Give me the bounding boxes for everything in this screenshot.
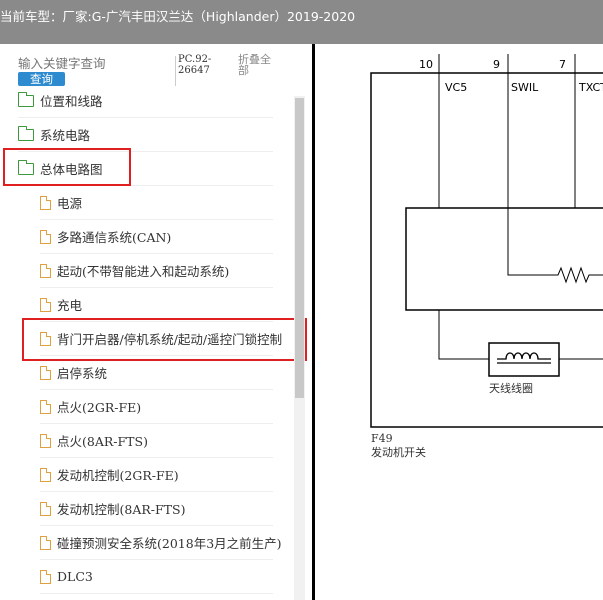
signal-label: TXCT (578, 81, 603, 94)
fold-all-button[interactable]: 折叠全部 (238, 53, 271, 77)
document-icon (40, 399, 51, 414)
component-outline (370, 72, 603, 428)
tree-item-starting[interactable]: 起动(不带智能进入和起动系统) (40, 254, 273, 288)
pc-code: PC.92-26647 (178, 54, 212, 76)
document-icon (40, 535, 51, 550)
navigation-panel: 查询 PC.92-26647 折叠全部 位置和线路 系统电路 总体电路图 电源 … (0, 44, 312, 600)
document-icon (40, 569, 51, 584)
tree-item-label: DLC3 (57, 569, 93, 584)
document-icon (40, 365, 51, 380)
connector-code: F49 (371, 432, 393, 445)
tree-item-charging[interactable]: 充电 (40, 288, 273, 322)
scrollbar-thumb[interactable] (295, 98, 304, 398)
tree-item-pre-collision[interactable]: 碰撞预测安全系统(2018年3月之前生产) (40, 526, 282, 560)
tree-item-label: 发动机控制(2GR-FE) (57, 468, 179, 483)
pin-number: 7 (559, 58, 566, 71)
tree-item-label: 点火(8AR-FTS) (57, 434, 148, 449)
title-bar: 当前车型：厂家:G-广汽丰田汉兰达（Highlander）2019-2020 (0, 0, 603, 44)
tree-item-can[interactable]: 多路通信系统(CAN) (40, 220, 273, 254)
signal-label: VC5 (445, 81, 467, 94)
document-icon (40, 331, 51, 346)
tree-item-label: 启停系统 (57, 366, 108, 381)
vehicle-value: 厂家:G-广汽丰田汉兰达（Highlander）2019-2020 (62, 9, 356, 24)
tree-folder-label: 总体电路图 (40, 162, 103, 177)
document-icon (40, 229, 51, 244)
tree-folder-overall-wiring[interactable]: 总体电路图 (18, 152, 273, 186)
folder-open-icon (18, 159, 34, 175)
document-icon (40, 467, 51, 482)
wire (438, 310, 489, 360)
tree-item-ignition-2gr[interactable]: 点火(2GR-FE) (40, 390, 273, 424)
wiring-diagram-viewer: 10 9 7 VC5 SWIL TXCT 天线线圈 F49 发动机开关 (312, 44, 603, 600)
search-button[interactable]: 查询 (18, 72, 65, 86)
vehicle-label: 当前车型： (0, 9, 63, 24)
tree-item-dlc3[interactable]: DLC3 (40, 560, 273, 594)
resistor-symbol (507, 208, 603, 284)
antenna-coil-box (488, 342, 560, 377)
document-icon (40, 501, 51, 516)
coil-symbol (497, 352, 551, 360)
search-input[interactable] (14, 52, 177, 74)
wiring-diagram: 10 9 7 VC5 SWIL TXCT 天线线圈 F49 发动机开关 (370, 54, 603, 459)
pin-number: 10 (419, 58, 433, 71)
tree-item-back-door-immobiliser[interactable]: 背门开启器/停机系统/起动/遥控门锁控制 (40, 322, 282, 356)
tree-item-engine-control-8ar[interactable]: 发动机控制(8AR-FTS) (40, 492, 273, 526)
vehicle-info: 当前车型：厂家:G-广汽丰田汉兰达（Highlander）2019-2020 (0, 6, 355, 25)
tree-item-ignition-8ar[interactable]: 点火(8AR-FTS) (40, 424, 273, 458)
tree-item-label: 碰撞预测安全系统(2018年3月之前生产) (57, 536, 282, 551)
document-icon (40, 297, 51, 312)
tree-item-engine-control-2gr[interactable]: 发动机控制(2GR-FE) (40, 458, 273, 492)
folder-icon (18, 91, 34, 107)
tree-item-stop-start[interactable]: 启停系统 (40, 356, 273, 390)
tree-item-label: 多路通信系统(CAN) (57, 230, 172, 245)
signal-label: SWIL (511, 81, 539, 94)
tree-item-label: 充电 (57, 298, 83, 313)
toolbar-divider (175, 56, 176, 86)
tree-item-label: 点火(2GR-FE) (57, 400, 142, 415)
tree-scrollbar[interactable] (294, 96, 305, 600)
highlight-box-item (22, 318, 307, 361)
document-icon (40, 263, 51, 278)
pin-number: 9 (493, 58, 500, 71)
tree-folder-location-wiring[interactable]: 位置和线路 (18, 84, 273, 118)
tree-folder-label: 位置和线路 (40, 94, 103, 109)
coil-label: 天线线圈 (489, 381, 533, 395)
highlight-box-folder (3, 148, 131, 186)
tree-folder-label: 系统电路 (40, 128, 91, 143)
component-name: 发动机开关 (371, 445, 426, 459)
tree-item-label: 背门开启器/停机系统/起动/遥控门锁控制 (57, 332, 283, 347)
folder-icon (18, 125, 34, 141)
control-module (405, 207, 603, 311)
document-icon (40, 433, 51, 448)
tree-item-label: 发动机控制(8AR-FTS) (57, 502, 186, 517)
tree-folder-system-circuits[interactable]: 系统电路 (18, 118, 273, 152)
tree-item-label: 起动(不带智能进入和起动系统) (57, 264, 230, 279)
document-icon (40, 195, 51, 210)
tree-item-label: 电源 (57, 196, 83, 211)
tree-item-power[interactable]: 电源 (40, 186, 273, 220)
